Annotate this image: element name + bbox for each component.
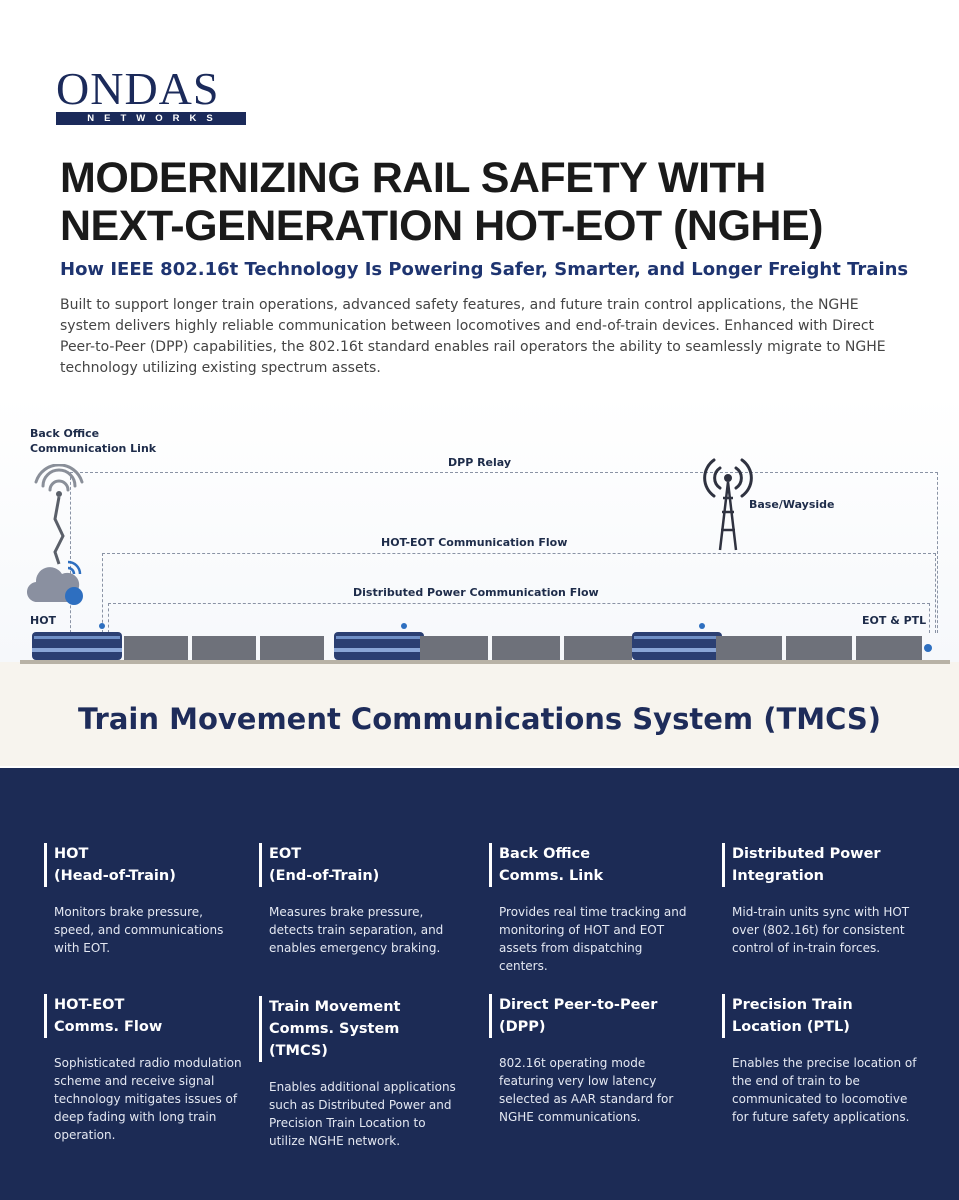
card-back-office-heading-line-2: Comms. Link bbox=[499, 868, 604, 884]
card-eot-heading: EOT (End-of-Train) bbox=[259, 843, 459, 887]
title-line-2: NEXT-GENERATION HOT-EOT (NGHE) bbox=[60, 202, 824, 250]
train-illustration bbox=[20, 623, 950, 664]
card-hot-heading-line-1: HOT bbox=[54, 846, 89, 862]
card-tmcs-heading: Train Movement Comms. System (TMCS) bbox=[259, 996, 459, 1062]
card-eot-heading-line-1: EOT bbox=[269, 846, 302, 862]
card-distributed-power-heading-line-1: Distributed Power bbox=[732, 846, 881, 862]
back-office-label: Back Office Communication Link bbox=[30, 426, 156, 456]
eot-ptl-label: EOT & PTL bbox=[862, 614, 927, 627]
card-hot-body: Monitors brake pressure, speed, and comm… bbox=[54, 905, 224, 955]
card-distributed-power: Distributed Power Integration Mid-train … bbox=[722, 843, 922, 957]
card-eot-body: Measures brake pressure, detects train s… bbox=[269, 905, 444, 955]
card-dpp-heading-line-2: (DPP) bbox=[499, 1019, 546, 1035]
hot-label: HOT bbox=[30, 614, 57, 627]
base-wayside-tower-icon bbox=[703, 458, 753, 551]
page-subtitle: How IEEE 802.16t Technology Is Powering … bbox=[60, 259, 909, 280]
card-dpp-heading-line-1: Direct Peer-to-Peer bbox=[499, 997, 658, 1013]
card-back-office-body: Provides real time tracking and monitori… bbox=[499, 905, 687, 973]
card-hot-eot-flow-body: Sophisticated radio modulation scheme an… bbox=[54, 1056, 242, 1142]
card-hot-eot-flow: HOT-EOT Comms. Flow Sophisticated radio … bbox=[44, 994, 244, 1144]
card-back-office: Back Office Comms. Link Provides real ti… bbox=[489, 843, 689, 975]
card-distributed-power-heading: Distributed Power Integration bbox=[722, 843, 922, 887]
tmcs-heading: Train Movement Communications System (TM… bbox=[77, 702, 882, 736]
back-office-label-line-1: Back Office bbox=[30, 427, 100, 440]
card-eot-heading-line-2: (End-of-Train) bbox=[269, 868, 380, 884]
card-ptl: Precision Train Location (PTL) Enables t… bbox=[722, 994, 922, 1126]
dpp-relay-line bbox=[70, 472, 938, 633]
title-line-1: MODERNIZING RAIL SAFETY WITH bbox=[60, 154, 766, 202]
card-tmcs: Train Movement Comms. System (TMCS) Enab… bbox=[259, 996, 459, 1150]
card-hot-eot-flow-heading: HOT-EOT Comms. Flow bbox=[44, 994, 244, 1038]
hot-eot-flow-label: HOT-EOT Communication Flow bbox=[381, 536, 568, 549]
card-dpp: Direct Peer-to-Peer (DPP) 802.16t operat… bbox=[489, 994, 689, 1126]
ondas-logo: ONDAS NETWORKS bbox=[56, 63, 246, 125]
base-wayside-label: Base/Wayside bbox=[749, 498, 835, 511]
card-distributed-power-heading-line-2: Integration bbox=[732, 868, 824, 884]
dpp-relay-label: DPP Relay bbox=[448, 456, 512, 469]
card-eot: EOT (End-of-Train) Measures brake pressu… bbox=[259, 843, 459, 957]
card-distributed-power-body: Mid-train units sync with HOT over (802.… bbox=[732, 905, 910, 955]
cloud-icon bbox=[26, 560, 83, 605]
card-back-office-heading: Back Office Comms. Link bbox=[489, 843, 689, 887]
intro-paragraph: Built to support longer train operations… bbox=[60, 297, 886, 376]
back-office-antenna-icon bbox=[34, 464, 84, 565]
card-hot-heading: HOT (Head-of-Train) bbox=[44, 843, 244, 887]
diagram-background bbox=[0, 395, 959, 665]
card-tmcs-heading-line-2: Comms. System (TMCS) bbox=[269, 1021, 400, 1059]
card-hot: HOT (Head-of-Train) Monitors brake press… bbox=[44, 843, 244, 957]
card-dpp-body: 802.16t operating mode featuring very lo… bbox=[499, 1056, 674, 1124]
logo-subtext: NETWORKS bbox=[56, 112, 246, 125]
dp-flow-label: Distributed Power Communication Flow bbox=[353, 586, 599, 599]
card-hot-heading-line-2: (Head-of-Train) bbox=[54, 868, 176, 884]
locomotive-hot bbox=[32, 623, 122, 660]
back-office-label-line-2: Communication Link bbox=[30, 442, 157, 455]
card-ptl-heading-line-2: Location (PTL) bbox=[732, 1019, 850, 1035]
hot-eot-flow-line bbox=[102, 553, 936, 633]
card-ptl-heading-line-1: Precision Train bbox=[732, 997, 853, 1013]
card-back-office-heading-line-1: Back Office bbox=[499, 846, 591, 862]
page-title: MODERNIZING RAIL SAFETY WITH NEXT-GENERA… bbox=[60, 154, 920, 250]
info-panel bbox=[0, 768, 959, 1200]
card-tmcs-body: Enables additional applications such as … bbox=[269, 1080, 456, 1148]
card-tmcs-heading-line-1: Train Movement bbox=[269, 999, 401, 1015]
card-hot-eot-flow-heading-line-2: Comms. Flow bbox=[54, 1019, 163, 1035]
dp-flow-line bbox=[108, 603, 930, 633]
logo-wordmark: ONDAS bbox=[56, 63, 220, 114]
card-ptl-body: Enables the precise location of the end … bbox=[732, 1056, 917, 1124]
card-ptl-heading: Precision Train Location (PTL) bbox=[722, 994, 922, 1038]
card-dpp-heading: Direct Peer-to-Peer (DPP) bbox=[489, 994, 689, 1038]
card-hot-eot-flow-heading-line-1: HOT-EOT bbox=[54, 997, 125, 1013]
diagram-ground bbox=[0, 662, 959, 766]
